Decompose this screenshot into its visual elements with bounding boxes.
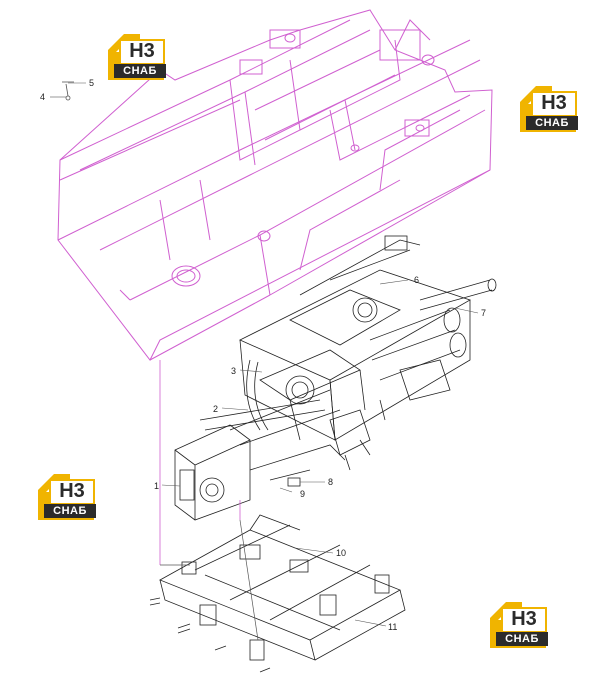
watermark-logo: Н3 СНАБ	[106, 30, 168, 82]
logo-mark: Н3	[541, 92, 567, 114]
callout-11: 11	[388, 622, 397, 632]
logo-house-icon	[520, 86, 578, 132]
logo-house-icon	[490, 602, 548, 648]
watermark-logo: Н3 СНАБ	[488, 598, 550, 650]
callout-labels: 4 5 6 7 3 2 1 8 9 10 11	[40, 78, 486, 632]
callout-8: 8	[328, 477, 333, 487]
callout-2: 2	[213, 404, 218, 414]
leader-lines	[50, 82, 479, 627]
watermark-logo: Н3 СНАБ	[36, 470, 98, 522]
watermark-logo: Н3 СНАБ	[518, 82, 580, 134]
callout-4: 4	[40, 92, 45, 102]
callout-5: 5	[89, 78, 94, 88]
callout-6: 6	[414, 275, 419, 285]
alignment-lines-dark	[160, 519, 259, 641]
logo-text: СНАБ	[535, 117, 569, 129]
main-frame	[57, 9, 493, 361]
callout-7: 7	[481, 308, 486, 318]
logo-house-icon	[38, 474, 96, 520]
callout-1: 1	[154, 481, 159, 491]
logo-text: СНАБ	[505, 633, 539, 645]
logo-mark: Н3	[129, 40, 155, 62]
logo-mark: Н3	[59, 480, 85, 502]
logo-mark: Н3	[511, 608, 537, 630]
callout-10: 10	[336, 548, 346, 558]
bolt-assembly	[62, 81, 74, 101]
sub-frame	[149, 514, 406, 673]
logo-text: СНАБ	[123, 65, 157, 77]
callout-9: 9	[300, 489, 305, 499]
logo-house-icon	[108, 34, 166, 80]
callout-3: 3	[231, 366, 236, 376]
alignment-lines	[159, 360, 241, 565]
logo-text: СНАБ	[53, 505, 87, 517]
drivetrain-assembly	[174, 235, 497, 521]
